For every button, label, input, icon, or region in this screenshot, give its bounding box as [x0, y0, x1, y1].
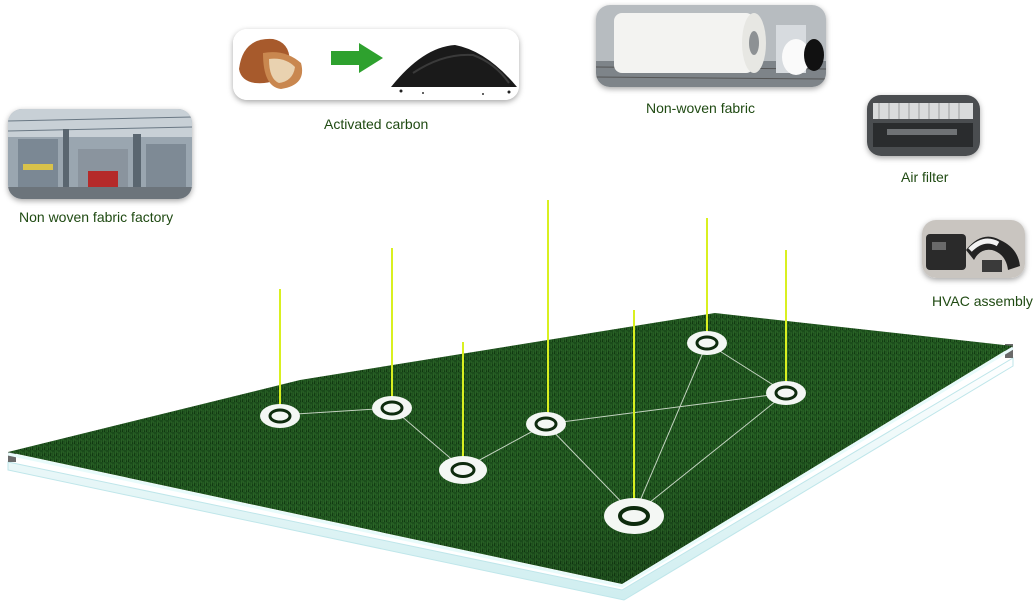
filter-image — [867, 95, 980, 156]
factory-image-card — [8, 109, 192, 199]
filter-image-card — [867, 95, 980, 156]
factory-image — [8, 109, 192, 199]
node-3 — [439, 456, 487, 484]
carbon-image — [233, 29, 519, 100]
hvac-label: HVAC assembly — [932, 293, 1033, 309]
hvac-image-card — [922, 220, 1025, 278]
node-6 — [687, 331, 727, 355]
platform-base — [7, 357, 1014, 601]
factory-label: Non woven fabric factory — [19, 209, 174, 225]
ring-nodes — [260, 331, 806, 534]
carbon-image-card — [233, 29, 519, 100]
node-4 — [526, 412, 566, 436]
node-7 — [766, 381, 806, 405]
light-beams — [279, 200, 787, 508]
fabric-label: Non-woven fabric — [646, 100, 755, 116]
fabric-image-card — [596, 5, 826, 87]
hvac-image — [922, 220, 1025, 278]
node-2 — [372, 396, 412, 420]
node-5 — [604, 498, 664, 534]
carbon-label: Activated carbon — [324, 116, 429, 132]
node-1 — [260, 404, 300, 428]
arrow-icon — [331, 43, 383, 73]
carbon-powder-icon — [391, 45, 517, 95]
fabric-image — [596, 5, 826, 87]
coconut-shell-icon — [239, 38, 303, 89]
filter-label: Air filter — [901, 169, 949, 185]
